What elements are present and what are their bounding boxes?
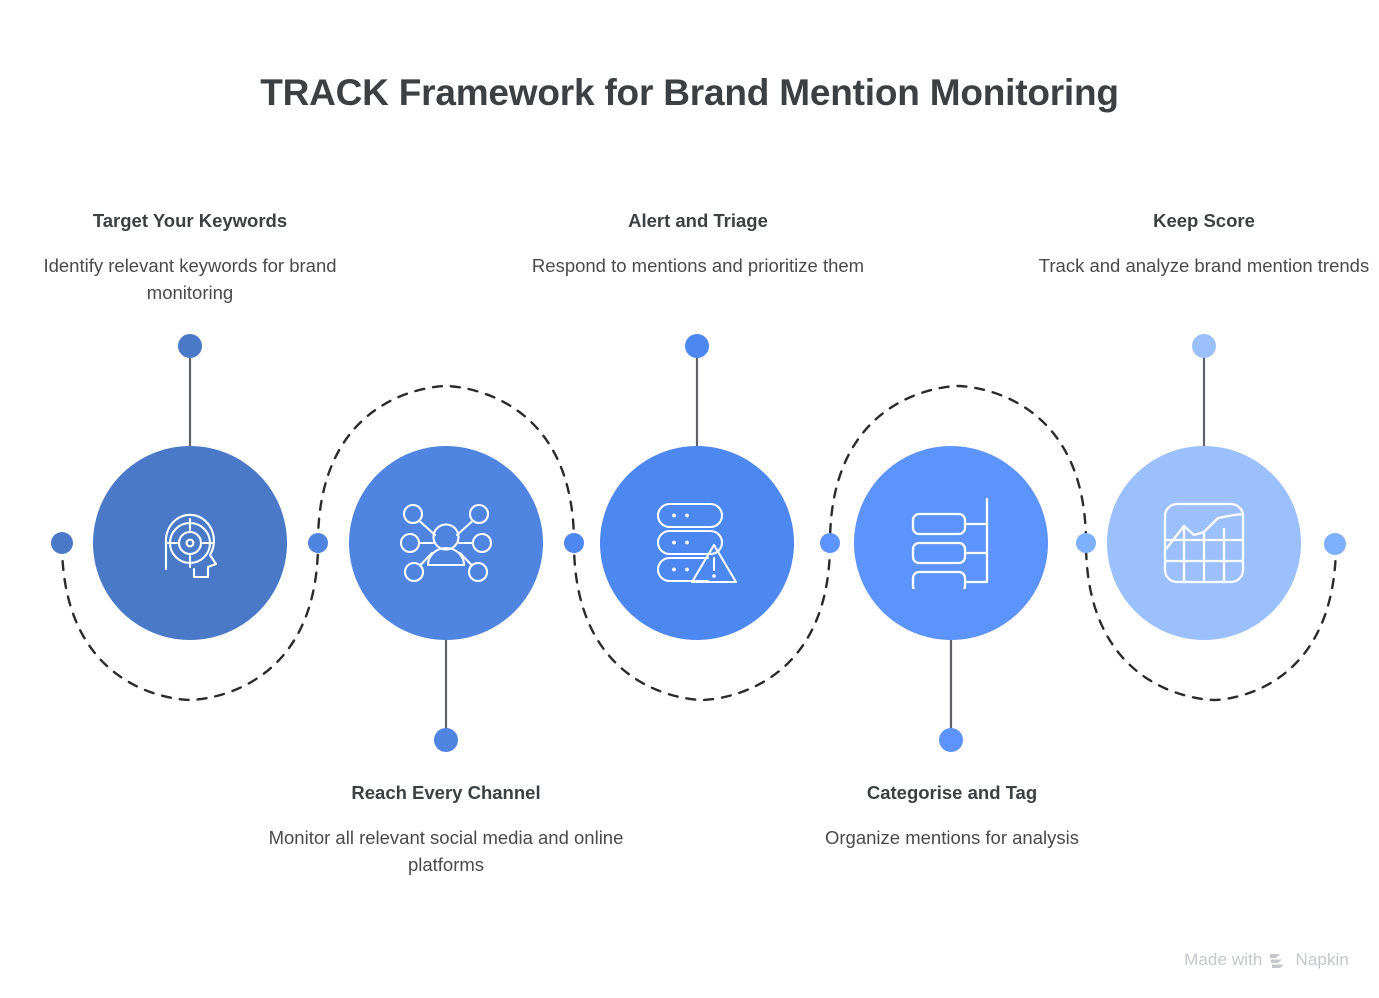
- step-dot-5: [1192, 334, 1216, 358]
- step-title-1: Target Your Keywords: [92, 210, 288, 231]
- step-caption-5: Keep Score Track and analyze brand menti…: [1024, 209, 1379, 280]
- step-dot-2: [434, 728, 458, 752]
- napkin-chevrons-icon: [1269, 952, 1288, 969]
- step-caption-1: Target Your Keywords Identify relevant k…: [10, 209, 370, 307]
- step-caption-3: Alert and Triage Respond to mentions and…: [518, 209, 878, 280]
- path-dot-2-3: [564, 533, 584, 553]
- step-caption-4: Categorise and Tag Organize mentions for…: [772, 781, 1132, 852]
- path-dot-end: [1324, 533, 1346, 555]
- step-circle-5[interactable]: [1107, 446, 1301, 640]
- page-title: TRACK Framework for Brand Mention Monito…: [260, 72, 1119, 113]
- step-circle-2[interactable]: [349, 446, 543, 640]
- watermark: Made with Napkin: [1184, 950, 1349, 970]
- step-circle-4[interactable]: [854, 446, 1048, 640]
- server-stack-warning-icon: [650, 496, 744, 590]
- chart-grid-trend-icon: [1160, 499, 1248, 587]
- path-dot-start: [51, 532, 73, 554]
- step-description-1: Identify relevant keywords for brand mon…: [43, 255, 337, 303]
- watermark-prefix: Made with: [1184, 950, 1263, 969]
- step-dot-4: [939, 728, 963, 752]
- hierarchy-tags-icon: [905, 497, 997, 589]
- step-dot-3: [685, 334, 709, 358]
- step-description-3: Respond to mentions and prioritize them: [531, 255, 865, 277]
- step-dot-1: [178, 334, 202, 358]
- step-description-5: Track and analyze brand mention trends: [1038, 255, 1370, 277]
- step-title-3: Alert and Triage: [628, 210, 768, 231]
- step-caption-2: Reach Every Channel Monitor all relevant…: [266, 781, 626, 879]
- person-network-nodes-icon: [398, 495, 494, 591]
- step-circle-1[interactable]: [93, 446, 287, 640]
- step-title-5: Keep Score: [1153, 210, 1255, 231]
- path-dot-1-2: [308, 533, 328, 553]
- step-circle-3[interactable]: [600, 446, 794, 640]
- step-description-2: Monitor all relevant social media and on…: [268, 827, 624, 875]
- path-dot-3-4: [820, 533, 840, 553]
- path-dot-4-5: [1076, 533, 1096, 553]
- step-description-4: Organize mentions for analysis: [825, 827, 1079, 849]
- step-title-2: Reach Every Channel: [351, 782, 541, 803]
- head-with-target-icon: [144, 497, 236, 589]
- step-title-4: Categorise and Tag: [866, 782, 1038, 803]
- watermark-brand: Napkin: [1295, 950, 1349, 969]
